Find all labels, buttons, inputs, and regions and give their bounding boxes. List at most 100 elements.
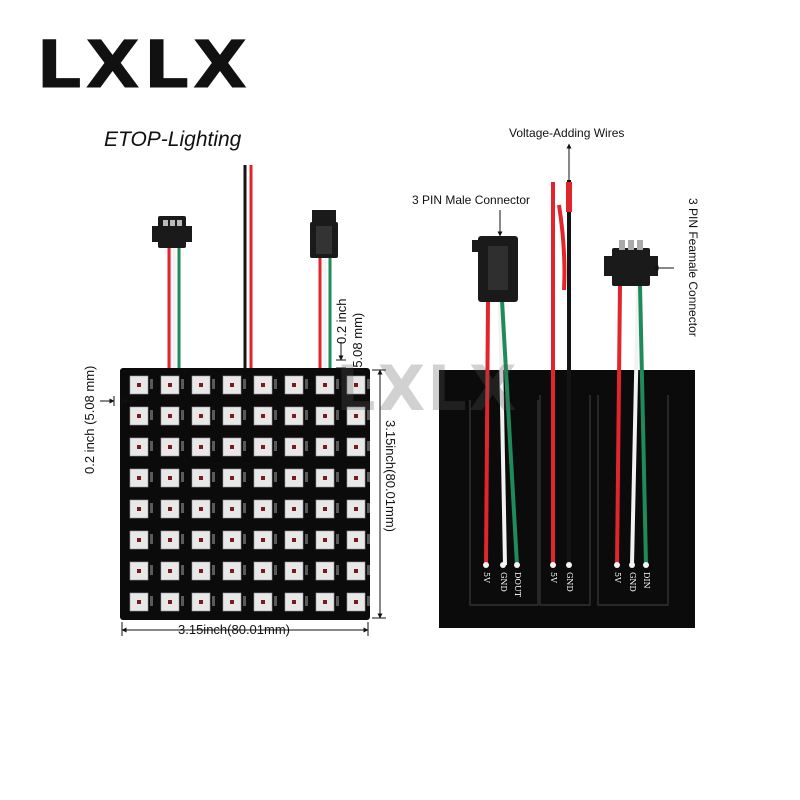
capacitor bbox=[212, 441, 215, 451]
led-die bbox=[168, 569, 172, 573]
capacitor bbox=[212, 534, 215, 544]
capacitor bbox=[336, 379, 339, 389]
capacitor bbox=[274, 410, 277, 420]
capacitor bbox=[305, 534, 308, 544]
brand-logo: LXLX bbox=[36, 26, 251, 104]
led-die bbox=[199, 507, 203, 511]
capacitor bbox=[243, 534, 246, 544]
capacitor bbox=[243, 472, 246, 482]
capacitor bbox=[367, 596, 370, 606]
led-die bbox=[354, 476, 358, 480]
led-die bbox=[230, 507, 234, 511]
capacitor bbox=[150, 596, 153, 606]
capacitor bbox=[274, 472, 277, 482]
led-die bbox=[199, 414, 203, 418]
capacitor bbox=[367, 503, 370, 513]
led-die bbox=[168, 445, 172, 449]
led-die bbox=[292, 476, 296, 480]
led-die bbox=[261, 538, 265, 542]
voltage-wires-label: Voltage-Adding Wires bbox=[509, 126, 625, 140]
led-die bbox=[292, 414, 296, 418]
led-die bbox=[168, 414, 172, 418]
capacitor bbox=[212, 410, 215, 420]
pitch-left-label: 0.2 inch (5.08 mm) bbox=[82, 365, 97, 474]
capacitor bbox=[336, 503, 339, 513]
led-die bbox=[354, 383, 358, 387]
back-annotation-arrows bbox=[497, 143, 674, 271]
pad-label: 5V bbox=[482, 572, 491, 583]
front-dimension-lines bbox=[100, 342, 386, 636]
led-die bbox=[230, 538, 234, 542]
led-die bbox=[168, 507, 172, 511]
capacitor bbox=[305, 596, 308, 606]
led-die bbox=[261, 600, 265, 604]
led-die bbox=[168, 600, 172, 604]
led-die bbox=[230, 476, 234, 480]
led-die bbox=[230, 414, 234, 418]
led-grid bbox=[129, 375, 370, 612]
capacitor bbox=[336, 534, 339, 544]
watermark: LXLX bbox=[336, 352, 519, 425]
capacitor bbox=[274, 441, 277, 451]
capacitor bbox=[150, 503, 153, 513]
pitch-top-label: 0.2 inch bbox=[334, 298, 349, 344]
led-die bbox=[199, 538, 203, 542]
capacitor bbox=[367, 534, 370, 544]
capacitor bbox=[336, 441, 339, 451]
capacitor bbox=[212, 565, 215, 575]
capacitor bbox=[243, 379, 246, 389]
front-power-wires bbox=[243, 165, 253, 368]
capacitor bbox=[212, 379, 215, 389]
capacitor bbox=[181, 503, 184, 513]
front-left-connector-wires bbox=[167, 246, 181, 368]
capacitor bbox=[243, 441, 246, 451]
led-die bbox=[354, 538, 358, 542]
capacitor bbox=[150, 379, 153, 389]
led-die bbox=[137, 383, 141, 387]
height-dimension-label: 3.15inch(80.01mm) bbox=[383, 420, 398, 532]
capacitor bbox=[274, 596, 277, 606]
pad-label: GND bbox=[628, 572, 637, 592]
front-right-connector-wires bbox=[318, 256, 332, 368]
capacitor bbox=[305, 441, 308, 451]
led-die bbox=[354, 507, 358, 511]
capacitor bbox=[274, 565, 277, 575]
capacitor bbox=[305, 503, 308, 513]
led-die bbox=[230, 383, 234, 387]
capacitor bbox=[150, 410, 153, 420]
back-voltage-wires bbox=[551, 180, 572, 565]
capacitor bbox=[305, 565, 308, 575]
led-die bbox=[137, 445, 141, 449]
led-die bbox=[199, 476, 203, 480]
capacitor bbox=[336, 565, 339, 575]
pitch-top-mm-label: (5.08 mm) bbox=[350, 312, 365, 372]
capacitor bbox=[274, 379, 277, 389]
led-die bbox=[199, 445, 203, 449]
led-die bbox=[354, 445, 358, 449]
capacitor bbox=[150, 472, 153, 482]
capacitor bbox=[212, 596, 215, 606]
pad-label: DOUT bbox=[513, 572, 522, 598]
led-die bbox=[323, 600, 327, 604]
pad-label: GND bbox=[499, 572, 508, 592]
led-die bbox=[230, 569, 234, 573]
led-die bbox=[323, 414, 327, 418]
capacitor bbox=[367, 379, 370, 389]
led-die bbox=[323, 569, 327, 573]
led-die bbox=[323, 507, 327, 511]
capacitor bbox=[181, 596, 184, 606]
led-die bbox=[199, 383, 203, 387]
capacitor bbox=[367, 472, 370, 482]
capacitor bbox=[243, 410, 246, 420]
back-female-connector bbox=[604, 240, 658, 286]
capacitor bbox=[150, 534, 153, 544]
pad-label: GND bbox=[565, 572, 574, 592]
led-die bbox=[137, 414, 141, 418]
capacitor bbox=[181, 410, 184, 420]
led-die bbox=[292, 600, 296, 604]
led-die bbox=[323, 445, 327, 449]
led-die bbox=[230, 445, 234, 449]
front-right-connector bbox=[310, 210, 338, 258]
capacitor bbox=[243, 596, 246, 606]
led-die bbox=[168, 383, 172, 387]
